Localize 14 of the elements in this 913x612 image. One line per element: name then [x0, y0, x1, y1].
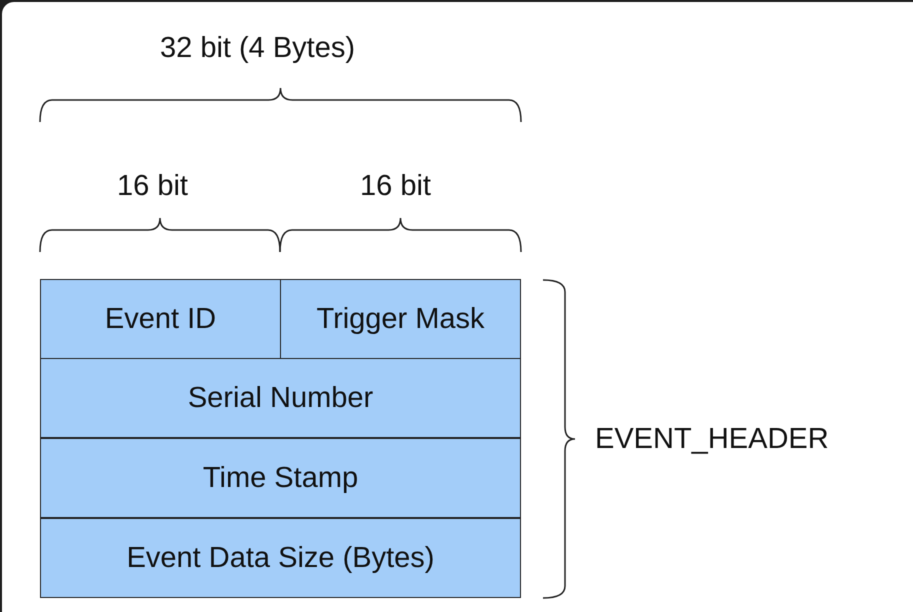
field-cell — [40, 438, 521, 518]
field-name: Time Stamp — [202, 462, 358, 494]
field-cell — [280, 279, 521, 359]
field-name: Trigger Mask — [316, 302, 485, 336]
field-cell — [40, 518, 521, 598]
bit-width-label: 16 bit — [117, 170, 188, 203]
field-name: Event Data Size (Bytes) — [126, 542, 434, 574]
field-cell — [40, 279, 281, 359]
field-name: Serial Number — [188, 382, 374, 414]
field-cell — [40, 358, 521, 438]
bit-width-label: 32 bit (4 Bytes) — [160, 32, 356, 65]
field-name: Event ID — [104, 302, 216, 336]
header-label: EVENT_HEADER — [595, 423, 829, 456]
bit-width-label: 16 bit — [360, 170, 431, 203]
